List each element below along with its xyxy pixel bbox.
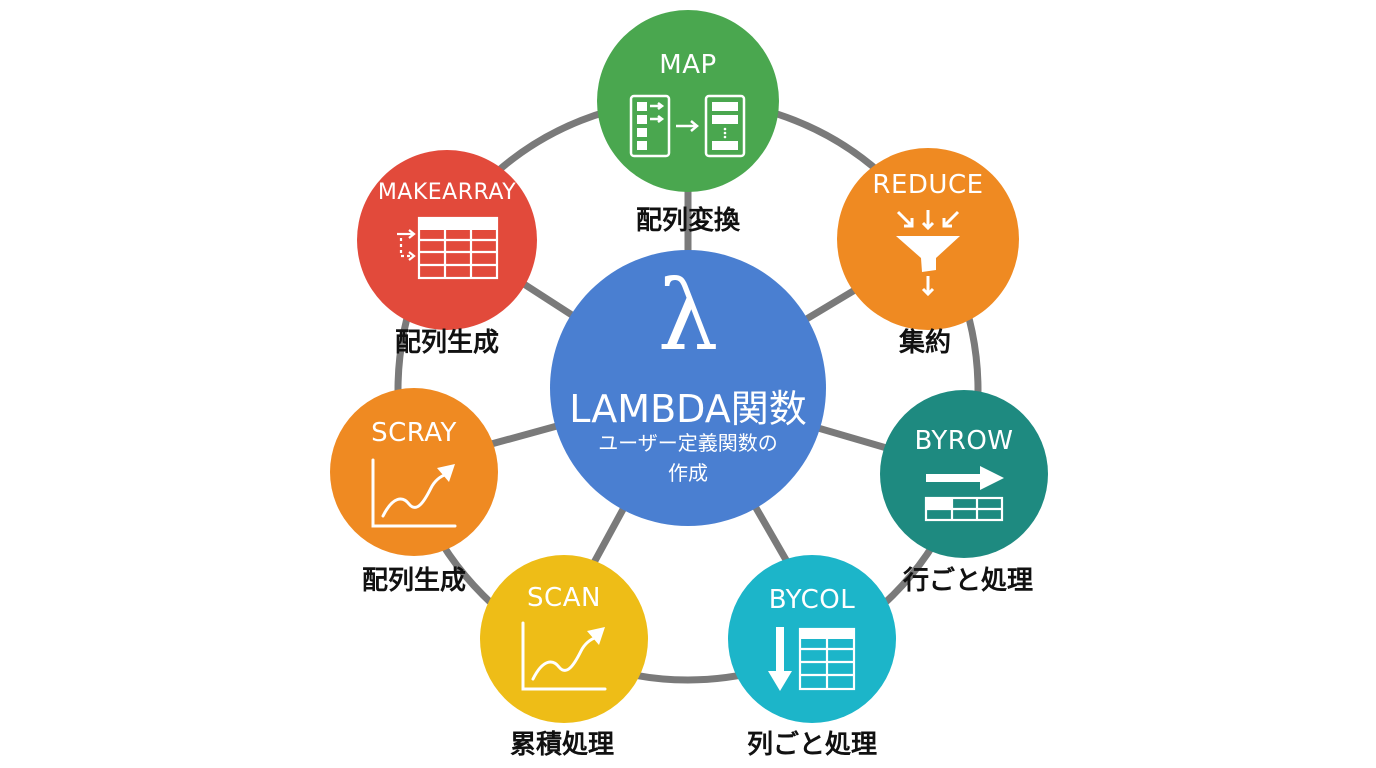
column-arrow-table-icon bbox=[768, 627, 856, 691]
table-grid-icon bbox=[397, 216, 499, 280]
node-caption-scray: 配列生成 bbox=[361, 566, 467, 596]
node-byrow: BYROW bbox=[880, 390, 1048, 558]
node-caption-bycol: 列ごと処理 bbox=[746, 730, 878, 760]
node-title: BYCOL bbox=[768, 585, 856, 615]
node-caption-makearray: 配列生成 bbox=[394, 328, 500, 358]
center-subtitle: ユーザー定義関数の 作成 bbox=[598, 431, 778, 485]
node-map: MAP bbox=[597, 10, 779, 192]
node-title: MAKEARRAY bbox=[377, 180, 517, 205]
node-title: SCRAY bbox=[371, 418, 457, 448]
lambda-center-node: λ LAMBDA関数 ユーザー定義関数の 作成 bbox=[550, 250, 826, 526]
node-caption-map: 配列変換 bbox=[635, 206, 741, 236]
lambda-icon: λ bbox=[657, 260, 719, 372]
array-transform-icon bbox=[629, 94, 746, 158]
node-reduce: REDUCE bbox=[837, 148, 1019, 330]
node-bycol: BYCOL bbox=[728, 555, 896, 723]
node-makearray: MAKEARRAY bbox=[357, 150, 537, 330]
node-caption-byrow: 行ごと処理 bbox=[902, 566, 1034, 596]
growth-chart-icon bbox=[371, 458, 457, 528]
node-title: REDUCE bbox=[872, 170, 984, 200]
node-scan: SCAN bbox=[480, 555, 648, 723]
funnel-icon bbox=[896, 210, 960, 297]
node-caption-scan: 累積処理 bbox=[509, 730, 615, 760]
node-scray: SCRAY bbox=[330, 388, 498, 556]
node-title: SCAN bbox=[527, 583, 601, 613]
node-title: MAP bbox=[659, 50, 717, 80]
node-caption-reduce: 集約 bbox=[898, 328, 952, 358]
growth-chart-icon bbox=[521, 621, 607, 691]
center-title: LAMBDA関数 bbox=[569, 387, 807, 431]
node-title: BYROW bbox=[914, 426, 1014, 456]
row-arrow-table-icon bbox=[924, 466, 1004, 522]
